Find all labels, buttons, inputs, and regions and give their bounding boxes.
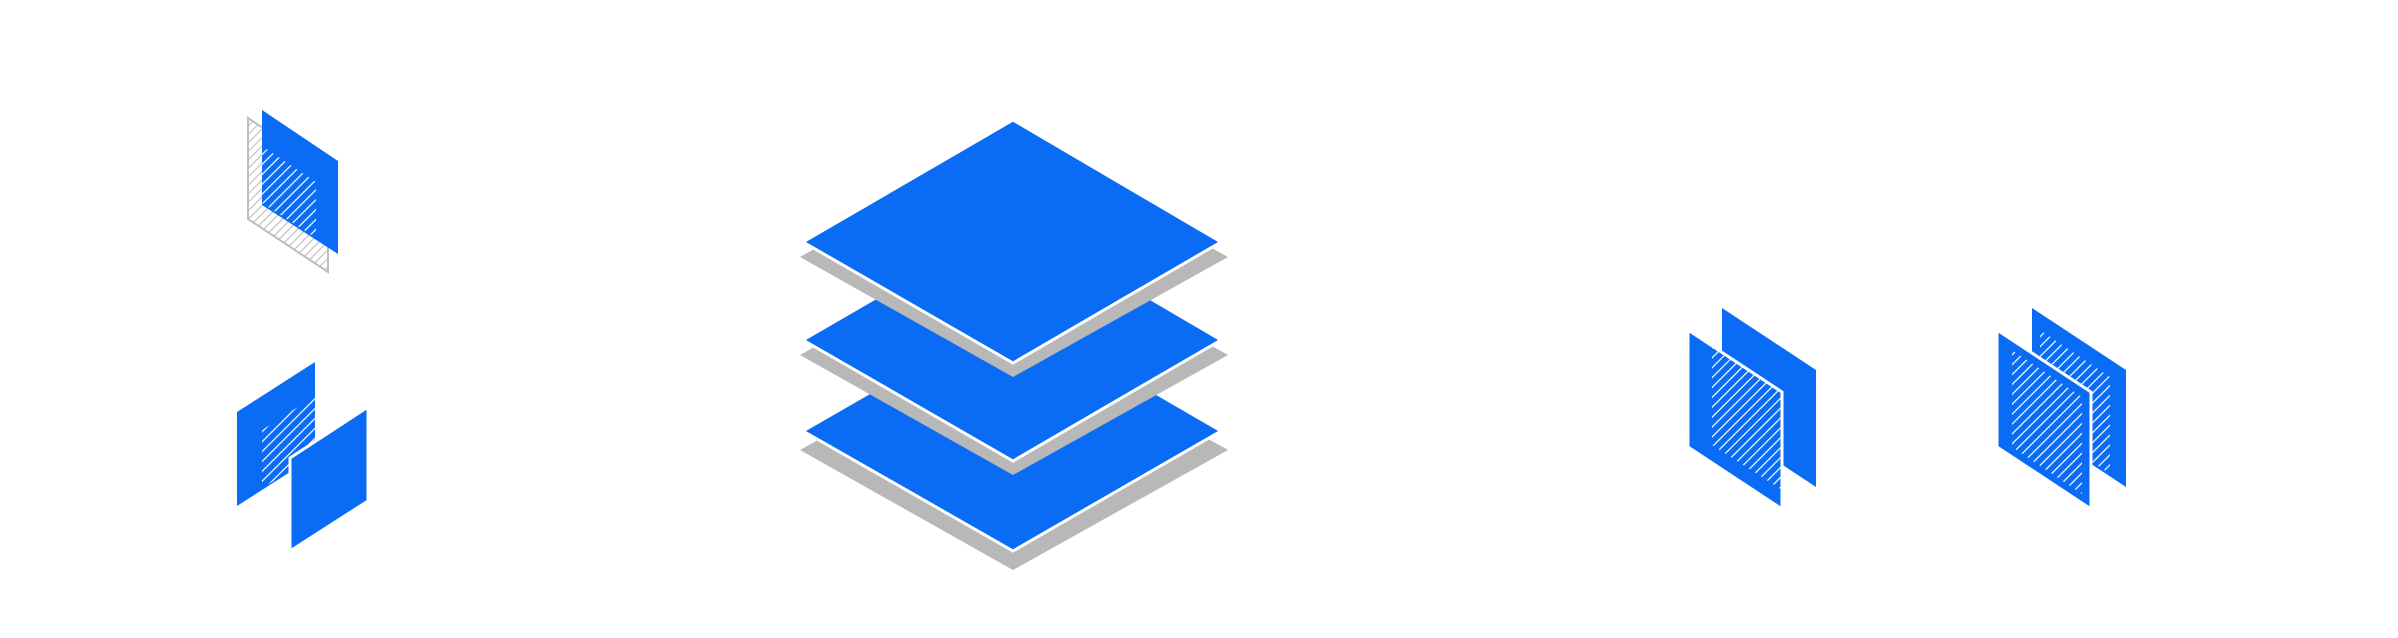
- overlapping-panels-icon: [237, 362, 370, 554]
- double-panel-icon: [1686, 308, 1816, 512]
- layer-stack-icon: [799, 118, 1228, 570]
- single-layer-shadow-icon: [247, 110, 338, 274]
- double-panel-outline-icon: [1995, 308, 2126, 512]
- layer-top: [800, 118, 1224, 365]
